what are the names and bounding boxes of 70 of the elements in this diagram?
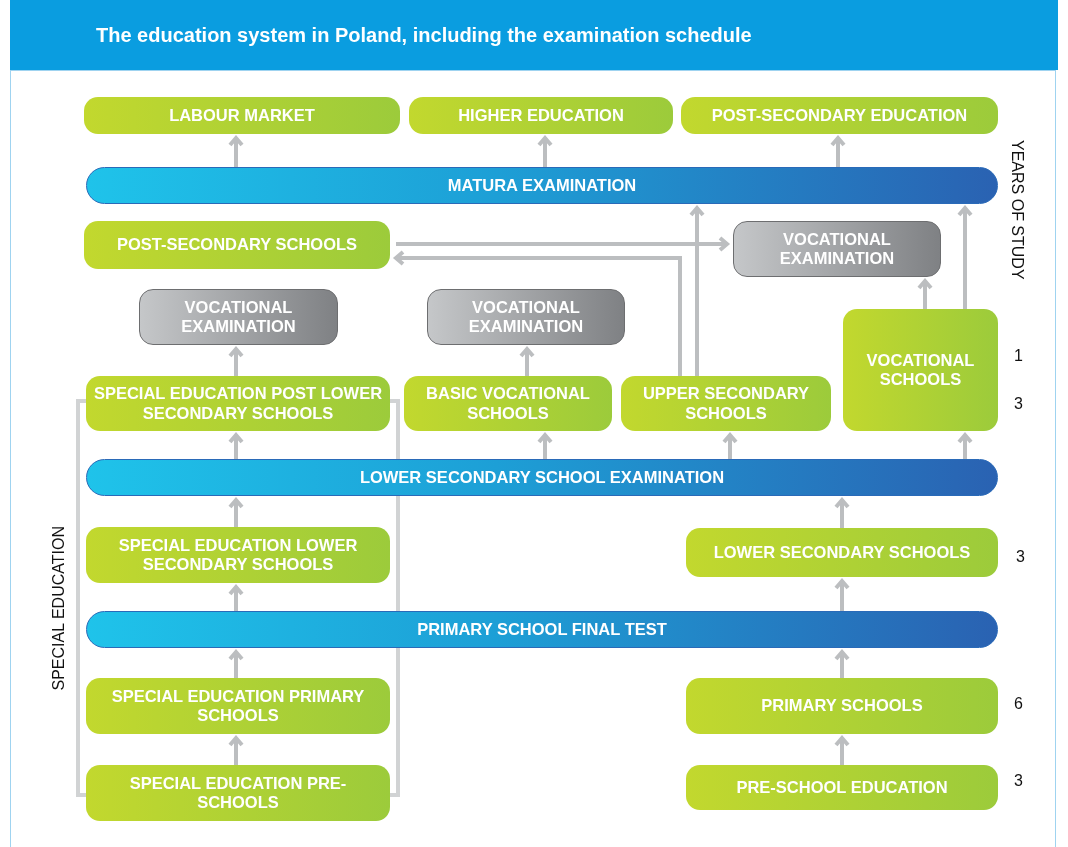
node-label: LABOUR MARKET <box>168 105 316 126</box>
school-box <box>86 765 390 821</box>
school-box <box>686 678 998 734</box>
node-label: BASIC VOCATIONAL SCHOOLS <box>425 384 591 423</box>
node-label: VOCATIONAL SCHOOLS <box>865 350 976 390</box>
school-box <box>86 678 390 734</box>
arrow <box>957 206 973 309</box>
school-box <box>681 97 998 134</box>
exam-box <box>427 289 625 345</box>
node-label: PRE-SCHOOL EDUCATION <box>735 777 949 798</box>
node-label: POST-SECONDARY EDUCATION <box>710 105 969 126</box>
year-count: 3 <box>1016 548 1025 566</box>
node-label: SPECIAL EDUCATION PRE-SCHOOLS <box>128 773 348 813</box>
arrow <box>228 498 244 527</box>
node-label: POST-SECONDARY SCHOOLS <box>115 235 359 255</box>
year-count: 1 <box>1014 347 1023 365</box>
exam-bar <box>86 167 998 204</box>
arrow <box>957 433 973 459</box>
year-count: 6 <box>1014 695 1023 713</box>
exam-bar <box>86 611 998 648</box>
node-label: PRIMARY SCHOOLS <box>760 696 924 716</box>
arrow <box>228 650 244 678</box>
school-box <box>84 97 400 134</box>
node-label: UPPER SECONDARY SCHOOLS <box>641 384 811 423</box>
school-box <box>843 309 998 431</box>
arrow <box>834 498 850 528</box>
arrow <box>537 433 553 459</box>
node-label: LOWER SECONDARY SCHOOLS <box>712 542 972 563</box>
node-label: SPECIAL EDUCATION LOWER SECONDARY SCHOOLS <box>117 535 359 575</box>
arrow <box>228 585 244 611</box>
arrow <box>396 236 729 252</box>
school-box <box>686 528 998 577</box>
arrow <box>519 347 535 376</box>
school-box <box>404 376 612 431</box>
arrow <box>394 250 682 376</box>
exam-box <box>733 221 941 277</box>
school-box <box>86 376 390 431</box>
node-label: MATURA EXAMINATION <box>446 175 638 196</box>
school-box <box>409 97 673 134</box>
arrow <box>830 136 846 167</box>
school-box <box>686 765 998 810</box>
year-count: 3 <box>1014 395 1023 413</box>
node-label: LOWER SECONDARY SCHOOL EXAMINATION <box>358 467 726 488</box>
school-box <box>84 221 390 269</box>
arrow <box>722 433 738 459</box>
arrow <box>834 736 850 765</box>
arrow <box>537 136 553 167</box>
node-label: VOCATIONAL EXAMINATION <box>180 297 297 337</box>
node-label: PRIMARY SCHOOL FINAL TEST <box>416 619 668 640</box>
exam-box <box>139 289 338 345</box>
title: The education system in Poland, including the examination schedule <box>96 24 752 47</box>
arrow <box>228 433 244 459</box>
arrow <box>228 136 244 167</box>
node-label: VOCATIONAL EXAMINATION <box>467 297 585 337</box>
special-education-label: SPECIAL EDUCATION <box>50 526 68 691</box>
node-label: HIGHER EDUCATION <box>457 105 625 126</box>
arrow <box>917 279 933 309</box>
arrow <box>834 579 850 611</box>
arrow <box>689 206 705 376</box>
arrow <box>228 736 244 765</box>
school-box <box>86 527 390 583</box>
school-box <box>621 376 831 431</box>
exam-bar <box>86 459 998 496</box>
arrow <box>228 347 244 376</box>
node-label: SPECIAL EDUCATION PRIMARY SCHOOLS <box>110 686 366 726</box>
years-of-study-label: YEARS OF STUDY <box>1008 140 1026 280</box>
year-count: 3 <box>1014 772 1023 790</box>
arrow <box>834 650 850 678</box>
node-label: VOCATIONAL EXAMINATION <box>778 229 896 269</box>
node-label: SPECIAL EDUCATION POST LOWER SECONDARY SCHOOLS <box>92 384 384 423</box>
